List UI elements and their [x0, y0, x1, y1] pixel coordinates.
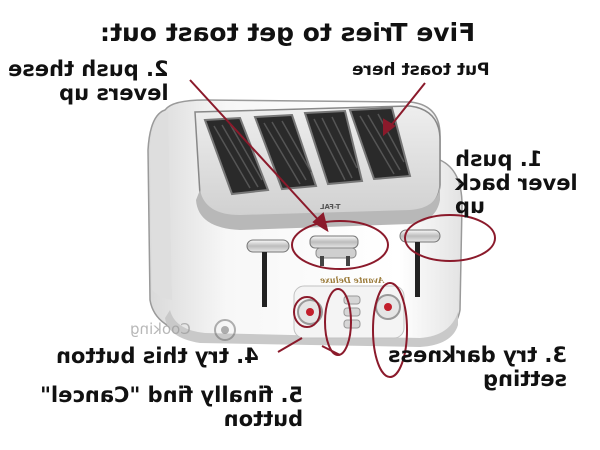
annotation-step5: 5. finally find "Cancel" button — [40, 383, 304, 431]
bread-slots — [203, 106, 412, 196]
annotation-step3: 3. try darkness setting — [388, 343, 568, 391]
control-panel — [293, 285, 405, 339]
watermark-text: Cooking — [130, 320, 191, 338]
annotation-arrows — [189, 79, 426, 356]
pointer-step5 — [321, 345, 341, 356]
annotation-circles — [291, 214, 496, 378]
arrow-to-slots — [388, 82, 426, 129]
model-label: Avante Deluxe — [320, 275, 384, 285]
circle-left-knob — [293, 296, 321, 328]
annotation-step1: 1. push lever back up — [455, 147, 578, 219]
annotation-step2: 2. push these levers up — [8, 57, 169, 105]
circle-center-levers — [291, 220, 389, 270]
left-lever — [246, 239, 290, 307]
pointer-step4 — [277, 337, 303, 353]
arrowhead-center-levers — [312, 212, 329, 233]
page-title: Five Tries to get toast out: — [100, 18, 476, 47]
brand-label: T-FAL — [320, 203, 341, 211]
annotation-put-toast: Put toast here — [352, 60, 490, 80]
arrow-to-center-levers — [189, 79, 324, 226]
center-levers — [309, 235, 359, 266]
circle-darkness-knob — [372, 282, 408, 378]
annotation-step4: 4. try this button — [56, 344, 259, 368]
circle-right-lever — [404, 214, 496, 262]
arrowhead-slots — [383, 118, 396, 137]
watermark-logo — [214, 319, 236, 341]
right-lever — [399, 229, 441, 297]
